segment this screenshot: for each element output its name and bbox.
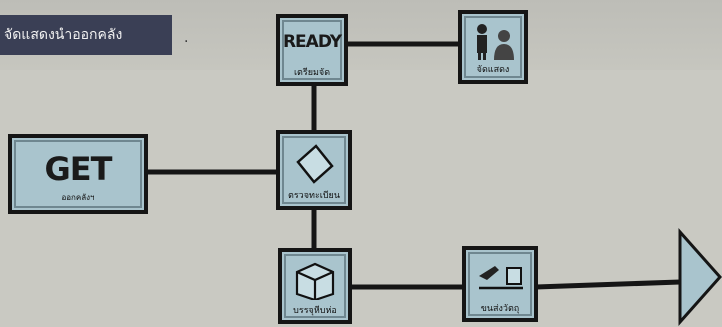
get-node[interactable]: GET ออกคลังฯ xyxy=(8,134,148,214)
truck-icon xyxy=(479,266,523,290)
transport-node[interactable]: ขนส่งวัตถุ xyxy=(462,246,538,322)
page-title: จัดแสดงนำออกคลัง xyxy=(0,15,172,55)
connector-transport-arrow xyxy=(535,279,681,290)
ready-node[interactable]: READY เตรียมจัด xyxy=(276,14,348,86)
ready-word: READY xyxy=(282,32,342,52)
pack-label: บรรจุหีบห่อ xyxy=(293,306,337,316)
page-title-text: จัดแสดงนำออกคลัง xyxy=(4,27,123,43)
get-label: ออกคลังฯ xyxy=(61,193,95,202)
people-icon xyxy=(477,24,514,60)
box-icon xyxy=(295,262,335,300)
display-label: จัดแสดง xyxy=(476,65,510,75)
title-trailing-dot: . xyxy=(184,30,189,46)
ready-label: เตรียมจัด xyxy=(293,68,331,78)
end-arrow-icon xyxy=(678,228,722,326)
display-node[interactable]: จัดแสดง xyxy=(458,10,528,84)
transport-label: ขนส่งวัตถุ xyxy=(480,304,520,314)
check-label: ตรวจทะเบียน xyxy=(288,191,340,201)
pack-node[interactable]: บรรจุหีบห่อ xyxy=(278,248,352,324)
check-node[interactable]: ตรวจทะเบียน xyxy=(276,130,352,210)
get-word: GET xyxy=(44,150,113,188)
document-icon xyxy=(296,144,334,184)
